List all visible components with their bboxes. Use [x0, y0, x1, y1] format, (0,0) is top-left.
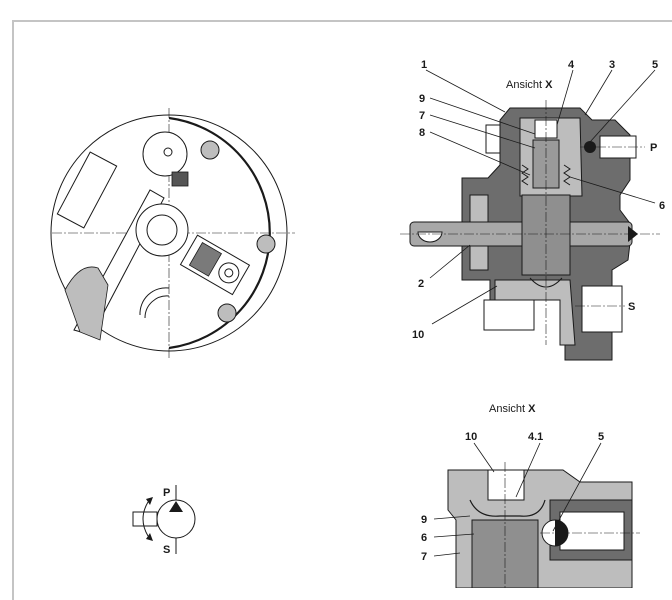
part-label-7: 7	[419, 110, 425, 122]
lower-boss-inner	[144, 295, 170, 319]
leader-10	[431, 285, 498, 325]
detail-view: Ansicht X 10 4.1 5 9 6 7	[421, 403, 640, 588]
shaft-bore	[135, 203, 189, 257]
port-label-s: S	[628, 301, 635, 313]
detail-label-10: 10	[465, 431, 477, 443]
detail-label-4-1: 4.1	[528, 431, 543, 443]
upper-pin	[163, 147, 173, 157]
rotation-arc	[142, 501, 149, 537]
leader-6	[569, 176, 656, 204]
bolt-right	[256, 234, 276, 254]
detail-leader-6	[433, 533, 475, 538]
leader-5	[589, 69, 656, 143]
hydraulic-symbol: P S	[132, 485, 196, 556]
leader-9	[429, 97, 536, 135]
detail-leader-4-1	[515, 442, 541, 498]
upper-boss	[142, 131, 188, 177]
detail-leader-10	[473, 442, 495, 473]
part-label-10: 10	[412, 329, 424, 341]
detail-label-5: 5	[598, 431, 604, 443]
part-label-8: 8	[419, 127, 425, 139]
shaft-bore-inner	[146, 214, 178, 246]
part-label-2: 2	[418, 278, 424, 290]
section-caption: Ansicht X	[506, 79, 553, 91]
part-label-4: 4	[568, 59, 575, 71]
leader-1	[425, 69, 506, 113]
plug-top	[485, 124, 501, 154]
detail-leader-5	[552, 442, 602, 532]
leader-2	[429, 244, 471, 279]
section-view: 1 4 3 5 9 7 8 6 2 10 P S Ansicht X	[400, 59, 665, 361]
detail-valve-bore	[559, 511, 625, 551]
detail-port	[487, 469, 525, 501]
hand-grip	[64, 266, 109, 341]
part-label-1: 1	[421, 59, 427, 71]
detail-label-6: 6	[421, 532, 427, 544]
flow-direction-triangle	[169, 501, 183, 512]
bearing-arc	[529, 277, 563, 288]
leader-4	[556, 69, 574, 126]
detail-leader-7	[433, 552, 461, 557]
rotation-arrow-down-icon	[146, 533, 153, 541]
lever-slot	[56, 151, 118, 229]
piston-block	[179, 234, 251, 296]
part-label-9: 9	[419, 93, 425, 105]
bolt-bottom	[217, 303, 237, 323]
detail-caption: Ansicht X	[489, 403, 536, 415]
part-label-6: 6	[659, 200, 665, 212]
symbol-label-s: S	[163, 544, 170, 556]
detail-label-9: 9	[421, 514, 427, 526]
leader-7	[429, 114, 536, 149]
suction-port	[581, 285, 623, 333]
spring-left	[521, 164, 529, 186]
spring-right	[563, 164, 571, 186]
symbol-label-p: P	[163, 487, 170, 499]
port-label-p: P	[650, 142, 657, 154]
leader-8	[429, 131, 531, 176]
end-view	[50, 108, 295, 360]
drive-shaft-symbol	[132, 511, 158, 527]
plug-bottom	[483, 299, 535, 331]
bolt-top	[200, 140, 220, 160]
detail-leader-9	[433, 515, 471, 520]
leader-3	[584, 69, 613, 116]
lower-boss	[139, 287, 170, 316]
small-piston	[171, 171, 189, 187]
rotation-arrow-up-icon	[146, 497, 153, 505]
figure-frame	[12, 20, 672, 600]
part-label-5: 5	[652, 59, 658, 71]
detail-valve-disc	[469, 499, 546, 517]
part-label-3: 3	[609, 59, 615, 71]
detail-label-7: 7	[421, 551, 427, 563]
